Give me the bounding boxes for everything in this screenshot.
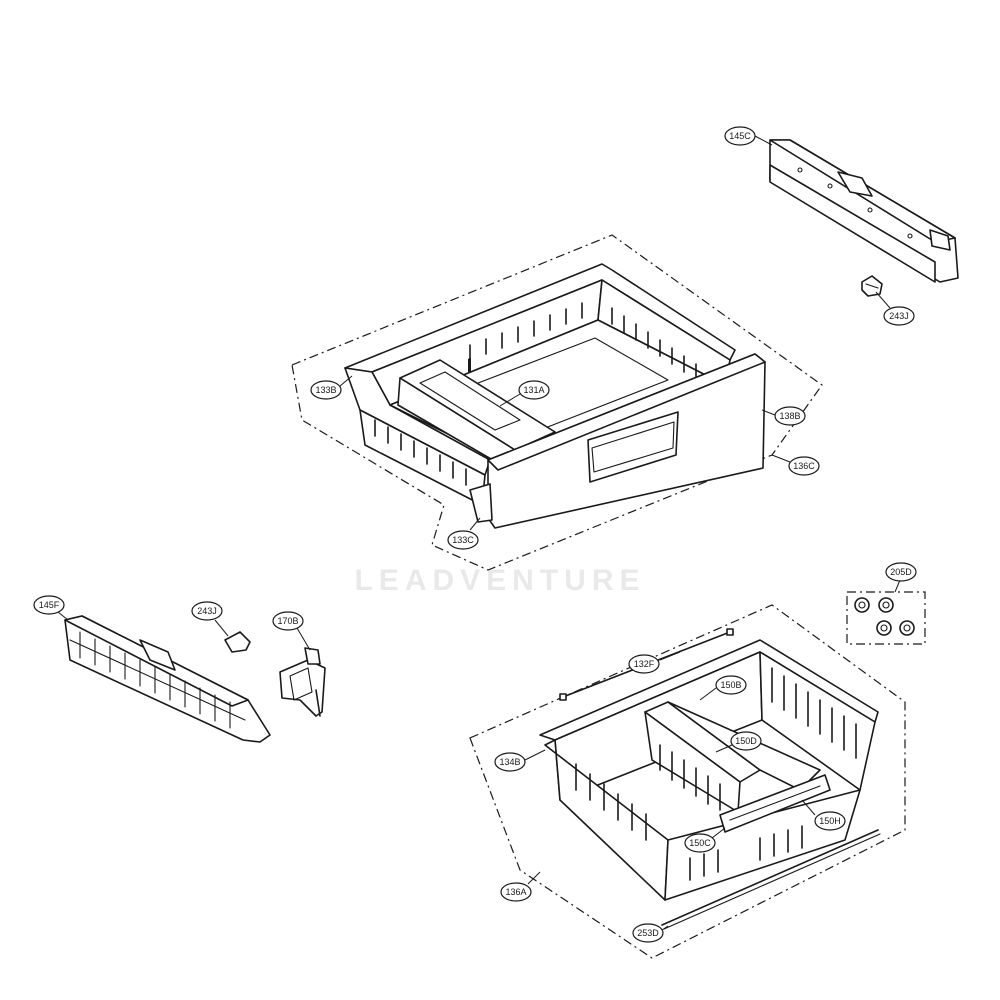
svg-text:243J: 243J — [197, 606, 217, 616]
svg-text:170B: 170B — [277, 616, 298, 626]
lower-handle-rail — [719, 774, 831, 833]
rail-145F — [64, 615, 271, 743]
caps-205D-group — [846, 591, 926, 645]
callout-150D: 150D — [715, 731, 762, 753]
callout-170B: 170B — [272, 611, 311, 651]
callout-136C: 136C — [771, 454, 820, 476]
callout-136A: 136A — [500, 871, 541, 902]
lower-drawer-assembly — [469, 604, 906, 959]
upper-drawer-front-panel — [469, 353, 766, 529]
callout-253D: 253D — [632, 923, 669, 943]
callout-145F: 145F — [33, 595, 69, 621]
clip-243J-left — [224, 631, 251, 653]
bracket-170B — [279, 647, 326, 717]
lower-assembly-dashed-boundary — [469, 604, 906, 959]
svg-text:145F: 145F — [39, 600, 60, 610]
rail-145C — [769, 139, 959, 283]
svg-text:205D: 205D — [890, 567, 912, 577]
svg-text:131A: 131A — [523, 385, 544, 395]
svg-text:243J: 243J — [889, 311, 909, 321]
upper-assembly-dashed-boundary — [291, 234, 823, 571]
svg-text:133C: 133C — [452, 535, 474, 545]
callout-150C: 150C — [684, 827, 726, 853]
upper-drawer-assembly — [291, 234, 823, 571]
svg-text:133B: 133B — [315, 385, 336, 395]
upper-back-wall-slots — [468, 357, 471, 373]
rod-253D — [661, 829, 881, 930]
svg-text:132F: 132F — [634, 659, 655, 669]
svg-text:150C: 150C — [689, 838, 711, 848]
callout-243J-left: 243J — [191, 601, 229, 637]
callouts: 145C 243J 133B 131A 138B 136C — [33, 126, 917, 943]
callout-131A: 131A — [499, 380, 550, 407]
svg-text:145C: 145C — [729, 131, 751, 141]
callout-132F: 132F — [628, 651, 681, 674]
callout-150B: 150B — [699, 675, 747, 701]
svg-text:136C: 136C — [793, 461, 815, 471]
callout-133C: 133C — [447, 517, 481, 550]
callout-134B: 134B — [494, 749, 546, 772]
callout-133B: 133B — [310, 375, 353, 400]
callout-205D: 205D — [885, 562, 917, 593]
svg-text:150B: 150B — [720, 680, 741, 690]
svg-text:134B: 134B — [499, 757, 520, 767]
callout-243J-right: 243J — [875, 291, 915, 326]
callout-138B: 138B — [761, 406, 806, 426]
svg-text:138B: 138B — [779, 411, 800, 421]
svg-text:253D: 253D — [637, 928, 659, 938]
clip-243J-right — [861, 275, 883, 297]
svg-text:150H: 150H — [819, 816, 841, 826]
callout-145C: 145C — [724, 126, 773, 146]
watermark: LEADVENTURE — [354, 564, 645, 597]
svg-text:136A: 136A — [505, 887, 526, 897]
callout-150H: 150H — [801, 799, 846, 831]
svg-text:150D: 150D — [735, 736, 757, 746]
